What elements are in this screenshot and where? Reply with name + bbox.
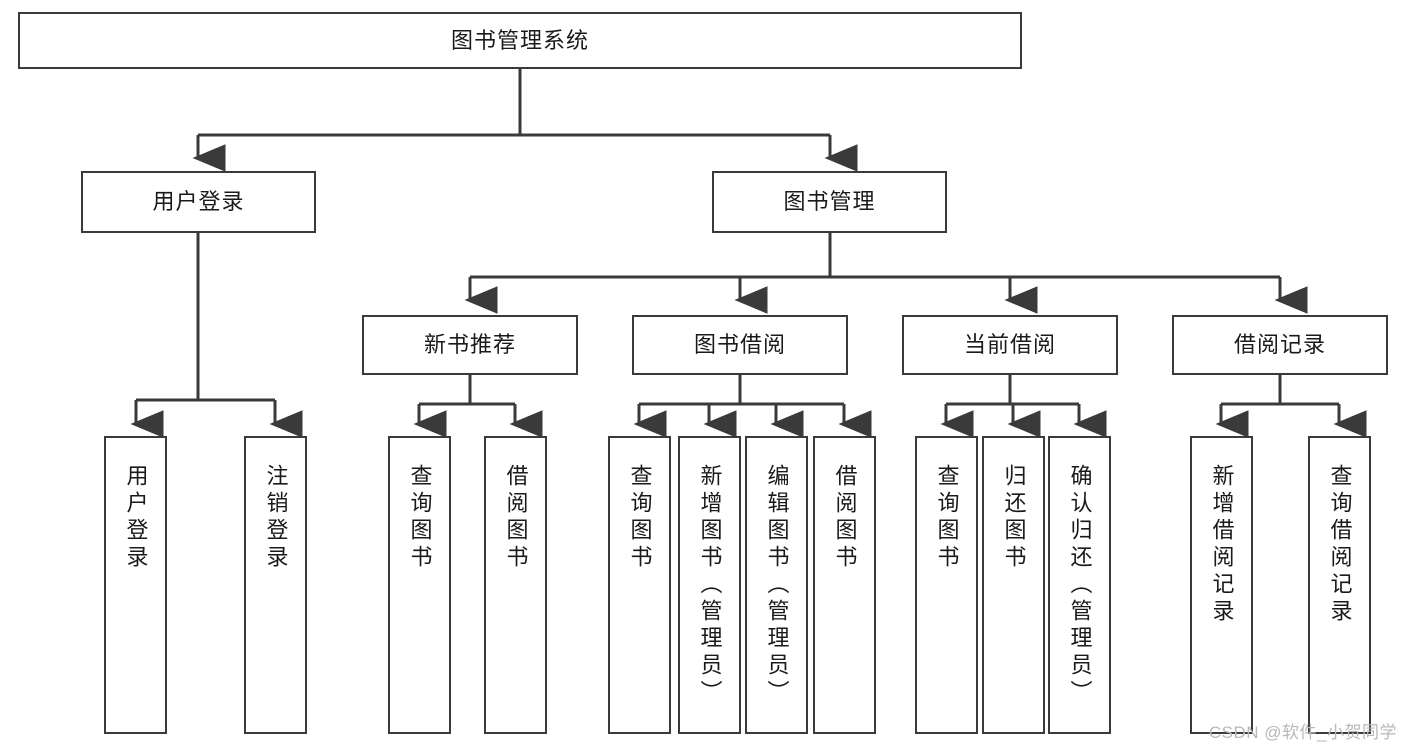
node-leaf[interactable]: 查询图书	[388, 436, 451, 734]
node-level3-borrow-record-label: 借阅记录	[1233, 332, 1326, 358]
node-level3-new-book-recommend[interactable]: 新书推荐	[362, 315, 578, 375]
node-leaf[interactable]: 归还图书	[982, 436, 1045, 734]
node-leaf[interactable]: 新增图书（管理员）	[678, 436, 741, 734]
node-level2-user-login-label: 用户登录	[152, 189, 245, 215]
node-level3-book-borrow-label: 图书借阅	[693, 332, 786, 358]
node-level2-book-management[interactable]: 图书管理	[712, 171, 947, 233]
node-leaf-label: 注销登录	[263, 464, 289, 572]
node-level3-current-borrow-label: 当前借阅	[963, 332, 1056, 358]
node-level3-new-book-recommend-label: 新书推荐	[423, 332, 516, 358]
node-leaf-label: 借阅图书	[503, 464, 529, 572]
node-leaf-label: 归还图书	[1001, 464, 1027, 572]
node-level3-borrow-record[interactable]: 借阅记录	[1172, 315, 1388, 375]
node-leaf-label: 确认归还（管理员）	[1067, 464, 1093, 707]
node-leaf-label: 新增图书（管理员）	[697, 464, 723, 707]
node-leaf[interactable]: 查询图书	[608, 436, 671, 734]
node-leaf-label: 查询图书	[407, 464, 433, 572]
node-leaf[interactable]: 编辑图书（管理员）	[745, 436, 808, 734]
node-leaf-label: 借阅图书	[832, 464, 858, 572]
node-leaf-label: 查询借阅记录	[1327, 464, 1353, 626]
node-leaf[interactable]: 借阅图书	[813, 436, 876, 734]
node-leaf-label: 用户登录	[123, 464, 149, 572]
node-root[interactable]: 图书管理系统	[18, 12, 1022, 69]
node-leaf-label: 查询图书	[934, 464, 960, 572]
node-leaf[interactable]: 新增借阅记录	[1190, 436, 1253, 734]
node-leaf-label: 新增借阅记录	[1209, 464, 1235, 626]
node-leaf[interactable]: 借阅图书	[484, 436, 547, 734]
node-leaf[interactable]: 查询图书	[915, 436, 978, 734]
node-level2-user-login[interactable]: 用户登录	[81, 171, 316, 233]
node-leaf[interactable]: 确认归还（管理员）	[1048, 436, 1111, 734]
node-level3-book-borrow[interactable]: 图书借阅	[632, 315, 848, 375]
node-leaf[interactable]: 查询借阅记录	[1308, 436, 1371, 734]
node-leaf-label: 查询图书	[627, 464, 653, 572]
node-leaf[interactable]: 注销登录	[244, 436, 307, 734]
node-leaf-label: 编辑图书（管理员）	[764, 464, 790, 707]
node-root-label: 图书管理系统	[450, 27, 589, 53]
node-level3-current-borrow[interactable]: 当前借阅	[902, 315, 1118, 375]
node-leaf[interactable]: 用户登录	[104, 436, 167, 734]
node-level2-book-management-label: 图书管理	[783, 189, 876, 215]
